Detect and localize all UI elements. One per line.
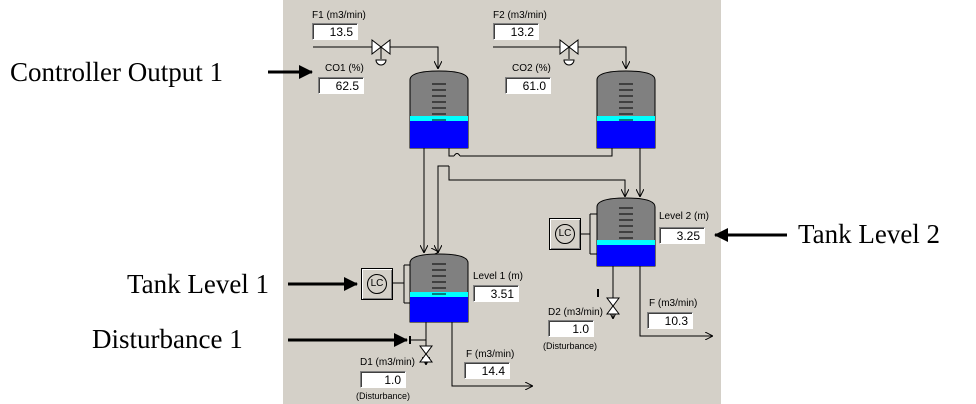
upper-tank-2 — [596, 70, 656, 149]
tank-2 — [596, 197, 656, 267]
level-1-field: 3.51 — [473, 285, 519, 302]
d1-field[interactable]: 1.0 — [360, 371, 406, 388]
tank-level-2-annotation: Tank Level 2 — [798, 219, 941, 249]
f2-label: F2 (m3/min) — [493, 10, 547, 21]
f2-feed-pipe — [493, 46, 626, 68]
d2-label: D2 (m3/min) — [548, 307, 604, 318]
d1-valve-icon[interactable] — [409, 336, 433, 363]
f1-label: F1 (m3/min) — [312, 10, 366, 21]
disturbance-1-annotation: Disturbance 1 — [92, 324, 243, 354]
connecting-pipes — [424, 148, 640, 252]
controller-output-annotation: Controller Output 1 — [10, 57, 223, 87]
f-out-2-label: F (m3/min) — [649, 298, 698, 309]
f-out-1-label: F (m3/min) — [466, 349, 515, 360]
upper-tank-1 — [409, 70, 469, 149]
f1-valve-icon[interactable] — [371, 38, 391, 66]
level-controller-2-symbol: LC — [555, 224, 575, 244]
d2-valve-icon[interactable] — [597, 289, 620, 315]
f2-field[interactable]: 13.2 — [493, 23, 539, 40]
f2-valve-icon[interactable] — [559, 38, 579, 66]
f-out-2-field: 10.3 — [647, 312, 693, 329]
co1-field[interactable]: 62.5 — [318, 77, 364, 94]
co1-label: CO1 (%) — [325, 63, 364, 74]
d2-disturbance-note: (Disturbance) — [543, 341, 598, 351]
tank-1 — [409, 253, 469, 323]
d1-disturbance-note: (Disturbance) — [356, 391, 411, 401]
level-controller-2[interactable]: LC — [549, 218, 581, 250]
f1-feed-pipe — [313, 46, 438, 68]
f-out-1-field: 14.4 — [464, 362, 510, 379]
level-1-label: Level 1 (m) — [473, 271, 524, 282]
co2-label: CO2 (%) — [512, 63, 551, 74]
level-controller-1[interactable]: LC — [361, 268, 393, 300]
level-2-field: 3.25 — [659, 227, 705, 244]
level-controller-1-symbol: LC — [367, 274, 387, 294]
tank-2-controller-links — [581, 213, 597, 255]
tank-1-controller-links — [393, 264, 410, 304]
d1-label: D1 (m3/min) — [360, 357, 416, 368]
f1-field[interactable]: 13.5 — [312, 23, 358, 40]
tank-level-1-annotation: Tank Level 1 — [127, 269, 270, 299]
co2-field[interactable]: 61.0 — [505, 77, 551, 94]
level-2-label: Level 2 (m) — [659, 211, 710, 222]
d2-field[interactable]: 1.0 — [548, 320, 594, 337]
